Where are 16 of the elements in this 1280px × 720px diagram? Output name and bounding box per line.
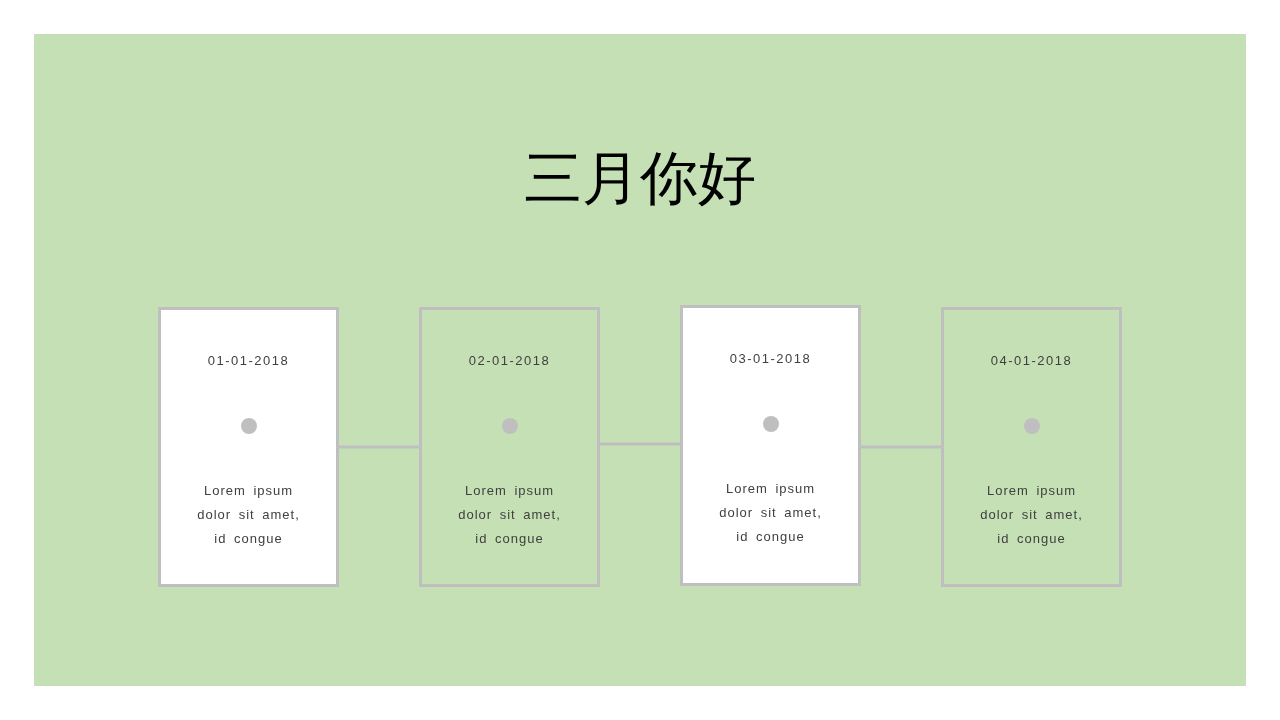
date-label: 02-01-2018: [467, 353, 552, 368]
title: 三月你好: [523, 143, 757, 214]
date-label: 03-01-2018: [728, 351, 813, 366]
date-label: 01-01-2018: [206, 353, 291, 368]
connector-line: [861, 445, 941, 449]
date-label: 04-01-2018: [989, 353, 1074, 368]
timeline-card: [158, 307, 339, 587]
timeline-card: [941, 307, 1122, 587]
description-text: Lorem ipsum dolor sit amet, id congue: [457, 482, 562, 548]
connector-line: [600, 442, 680, 446]
connector-line: [339, 445, 419, 449]
description-text: Lorem ipsum dolor sit amet, id congue: [718, 480, 823, 546]
description-text: Lorem ipsum dolor sit amet, id congue: [979, 482, 1084, 548]
timeline-card: [680, 305, 861, 586]
description-text: Lorem ipsum dolor sit amet, id congue: [196, 482, 301, 548]
timeline-card: [419, 307, 600, 587]
